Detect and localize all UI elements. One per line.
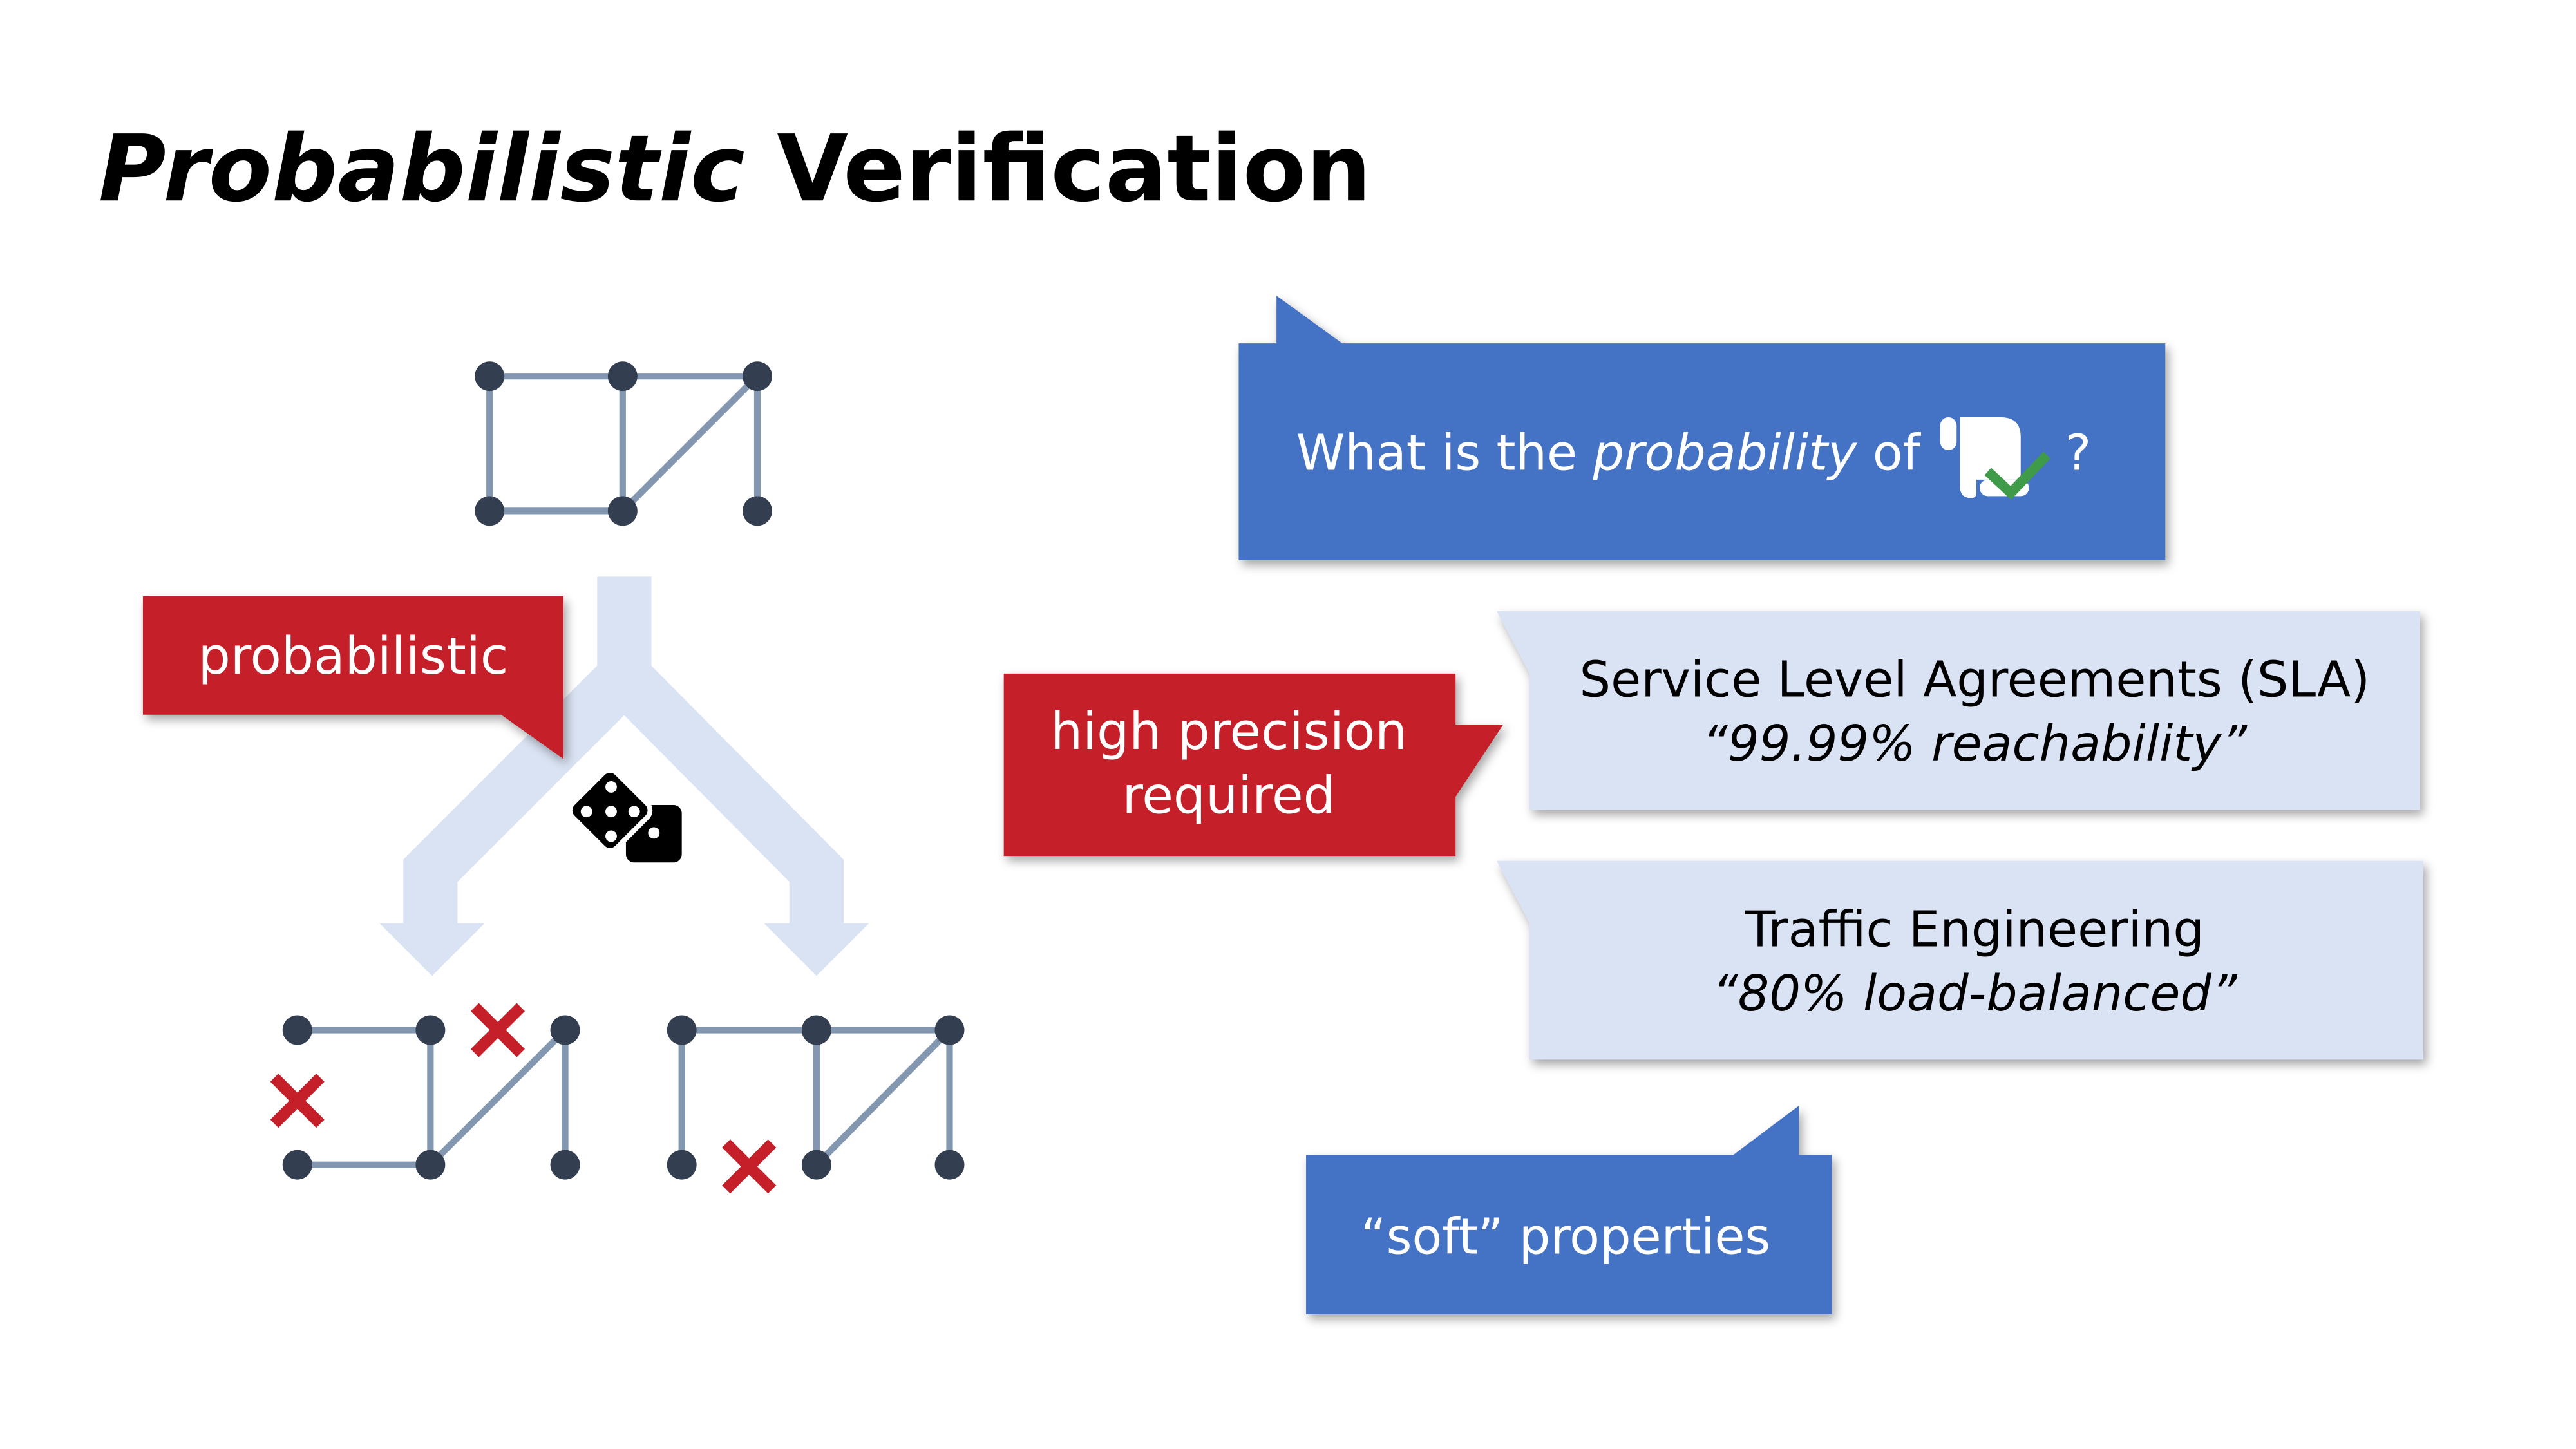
probabilistic-callout: probabilistic [142,596,564,759]
fork-arrow [379,576,869,976]
svg-text:probabilistic: probabilistic [198,627,509,686]
failure-x-icon [470,1003,525,1057]
network-graph-original [475,361,772,526]
svg-text:required: required [1122,766,1335,826]
failure-x-icon [722,1139,777,1194]
svg-text:Traffic Engineering: Traffic Engineering [1745,901,2204,958]
dice-icon [567,768,682,863]
network-graph-failure-1 [270,1003,580,1180]
soft-properties-callout: “soft” properties [1306,1105,1832,1314]
question-callout: What is the probability of ? [1238,296,2166,560]
traffic-engineering-callout: Traffic Engineering “80% load-balanced” [1496,860,2423,1060]
slide-title: Probabilistic Verification [99,115,1371,222]
svg-text:What is the probability of: What is the probability of [1296,425,1922,482]
svg-text:“99.99% reachability”: “99.99% reachability” [1702,715,2248,773]
sla-callout: Service Level Agreements (SLA) “99.99% r… [1496,611,2420,810]
svg-text:high precision: high precision [1050,702,1407,761]
svg-text:Service Level Agreements (SLA): Service Level Agreements (SLA) [1580,652,2371,709]
svg-text:“80% load-balanced”: “80% load-balanced” [1712,965,2238,1023]
network-graph-failure-2 [667,1015,965,1194]
high-precision-callout: high precision required [1003,673,1504,857]
svg-text:“soft” properties: “soft” properties [1361,1208,1770,1265]
verified-policy-scroll-icon [1940,417,2051,500]
failure-x-icon [270,1074,325,1128]
svg-text:?: ? [2065,425,2092,482]
